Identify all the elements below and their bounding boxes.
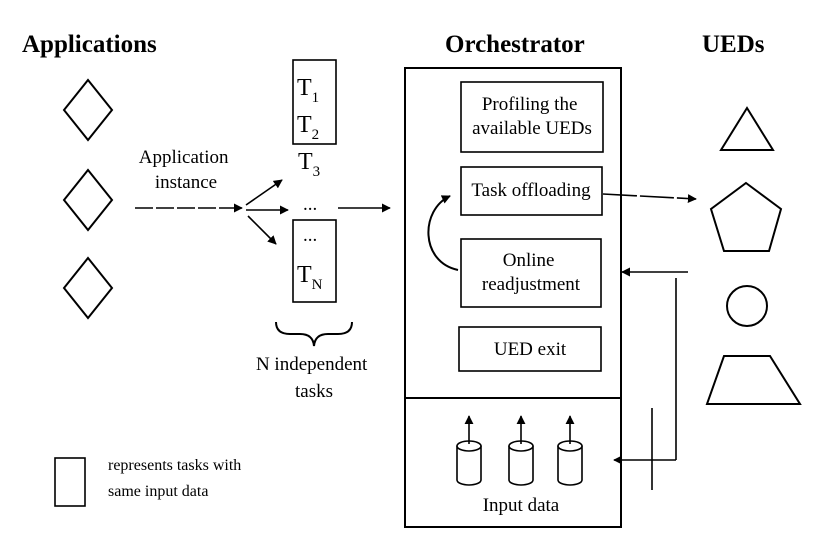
online-readjustment-box <box>460 238 602 308</box>
input-data-cylinders <box>456 415 583 486</box>
ued-feedback-lines <box>613 267 688 490</box>
ued-shapes <box>705 106 802 405</box>
legend-task-box <box>54 457 86 507</box>
application-shapes <box>62 78 114 320</box>
pentagon-icon <box>709 181 783 252</box>
database-icon <box>557 415 583 486</box>
split-arrow-up <box>245 179 283 206</box>
applications-heading: Applications <box>22 31 157 58</box>
readjustment-line-1: Online <box>503 250 555 271</box>
orchestrator-frame <box>404 67 622 528</box>
task-group-box-top <box>292 59 337 145</box>
application-diamond-icon <box>62 256 114 320</box>
circle-icon <box>726 285 768 327</box>
readjustment-line-2: readjustment <box>482 274 581 295</box>
application-instance-line-1: Application <box>139 147 229 168</box>
task-offloading-label: Task offloading <box>471 180 591 201</box>
application-diamond-icon <box>62 168 114 232</box>
offload-to-ueds-arrow <box>602 193 697 204</box>
application-instance-line-2: instance <box>155 172 217 193</box>
input-data-label: Input data <box>483 495 560 516</box>
independent-tasks-line-2: tasks <box>295 381 333 402</box>
task-ellipsis-inbox: ... <box>303 225 317 246</box>
feedback-loop-arrow <box>427 195 459 271</box>
profiling-line-1: Profiling the <box>482 94 578 115</box>
profiling-module-label: Profiling the available UEDs <box>472 94 592 139</box>
database-icon <box>508 415 534 486</box>
orchestrator-heading: Orchestrator <box>445 31 585 58</box>
online-readjustment-label: Online readjustment <box>482 250 581 295</box>
independent-tasks-label: N independent tasks <box>256 354 372 402</box>
trapezoid-icon <box>705 355 802 405</box>
legend-line-1: represents tasks with <box>108 457 241 474</box>
legend-text: represents tasks with same input data <box>108 457 245 500</box>
application-instance-label: Application instance <box>139 147 233 193</box>
split-arrow-down <box>247 215 277 245</box>
task-offloading-box <box>460 166 603 216</box>
task-3-label: T3 <box>298 149 320 180</box>
ued-exit-box <box>458 326 602 372</box>
triangle-icon <box>719 106 775 151</box>
task-1-label: T1 <box>297 75 319 106</box>
independent-tasks-line-1: N independent <box>256 354 368 375</box>
ueds-heading: UEDs <box>702 31 765 58</box>
task-2-label: T2 <box>297 112 319 143</box>
profiling-line-2: available UEDs <box>472 118 592 139</box>
profiling-module-box <box>460 81 604 153</box>
dispatch-arrows <box>135 179 391 245</box>
ued-exit-label: UED exit <box>494 339 567 360</box>
application-diamond-icon <box>62 78 114 142</box>
curly-brace <box>275 321 353 347</box>
task-n-label: TN <box>297 262 323 293</box>
legend-line-2: same input data <box>108 483 208 500</box>
task-group-box-bottom <box>292 219 337 303</box>
database-icon <box>456 415 482 486</box>
task-ellipsis: ... <box>303 194 317 215</box>
